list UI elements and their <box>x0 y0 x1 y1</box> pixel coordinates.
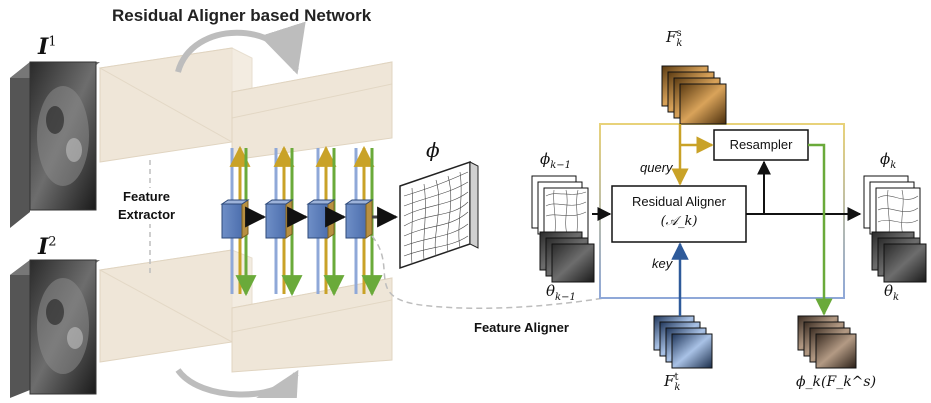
resampler-box <box>713 129 809 161</box>
prev-theta-label: θk−1 <box>546 282 576 303</box>
input-image-bottom <box>10 259 100 398</box>
query-label: query <box>640 160 673 175</box>
encoder-block-bottom <box>98 249 253 363</box>
out-field-label: ϕk <box>880 150 897 171</box>
encoder-block-top <box>98 47 253 163</box>
input-image-top <box>10 61 100 228</box>
aligner-cubes <box>220 199 399 239</box>
output-field-stack <box>863 175 927 283</box>
feature-aligner-label: Feature Aligner <box>474 320 569 335</box>
input-top-label: I1 <box>38 34 57 60</box>
residual-aligner-title: Residual Aligner <box>632 194 726 209</box>
dashed-link-aligner <box>371 235 605 310</box>
deformation-field <box>399 160 479 270</box>
feature-arrows <box>229 145 383 297</box>
target-feature-stack <box>653 315 713 369</box>
warped-feature-stack <box>797 315 857 369</box>
diagram-title: Residual Aligner based Network <box>112 6 372 25</box>
residual-aligner-symbol: (𝒜_k) <box>660 214 698 229</box>
feature-extractor-label: Feature Extractor <box>118 188 176 224</box>
source-feature-label: Fks <box>666 28 683 49</box>
resampler-out-arrow <box>808 143 833 316</box>
skip-arrow-top <box>175 21 306 75</box>
residual-aligner-box <box>611 185 747 243</box>
skip-arrow-bottom <box>175 368 299 403</box>
target-feature-label: Fkt <box>664 372 681 393</box>
prev-field-label: ϕk−1 <box>540 150 572 171</box>
prev-field-stack <box>531 175 595 283</box>
decoder-block-bottom <box>231 277 393 373</box>
resampler-label: Resampler <box>729 137 793 152</box>
key-label: key <box>652 256 673 271</box>
warped-feature-label: ϕ_k(F_k^s) <box>796 374 877 390</box>
deformation-label: ϕ <box>426 138 440 162</box>
out-theta-label: θk <box>884 282 900 303</box>
source-feature-stack <box>661 65 727 125</box>
decoder-block-top <box>231 61 393 161</box>
input-bottom-label: I2 <box>38 234 57 260</box>
